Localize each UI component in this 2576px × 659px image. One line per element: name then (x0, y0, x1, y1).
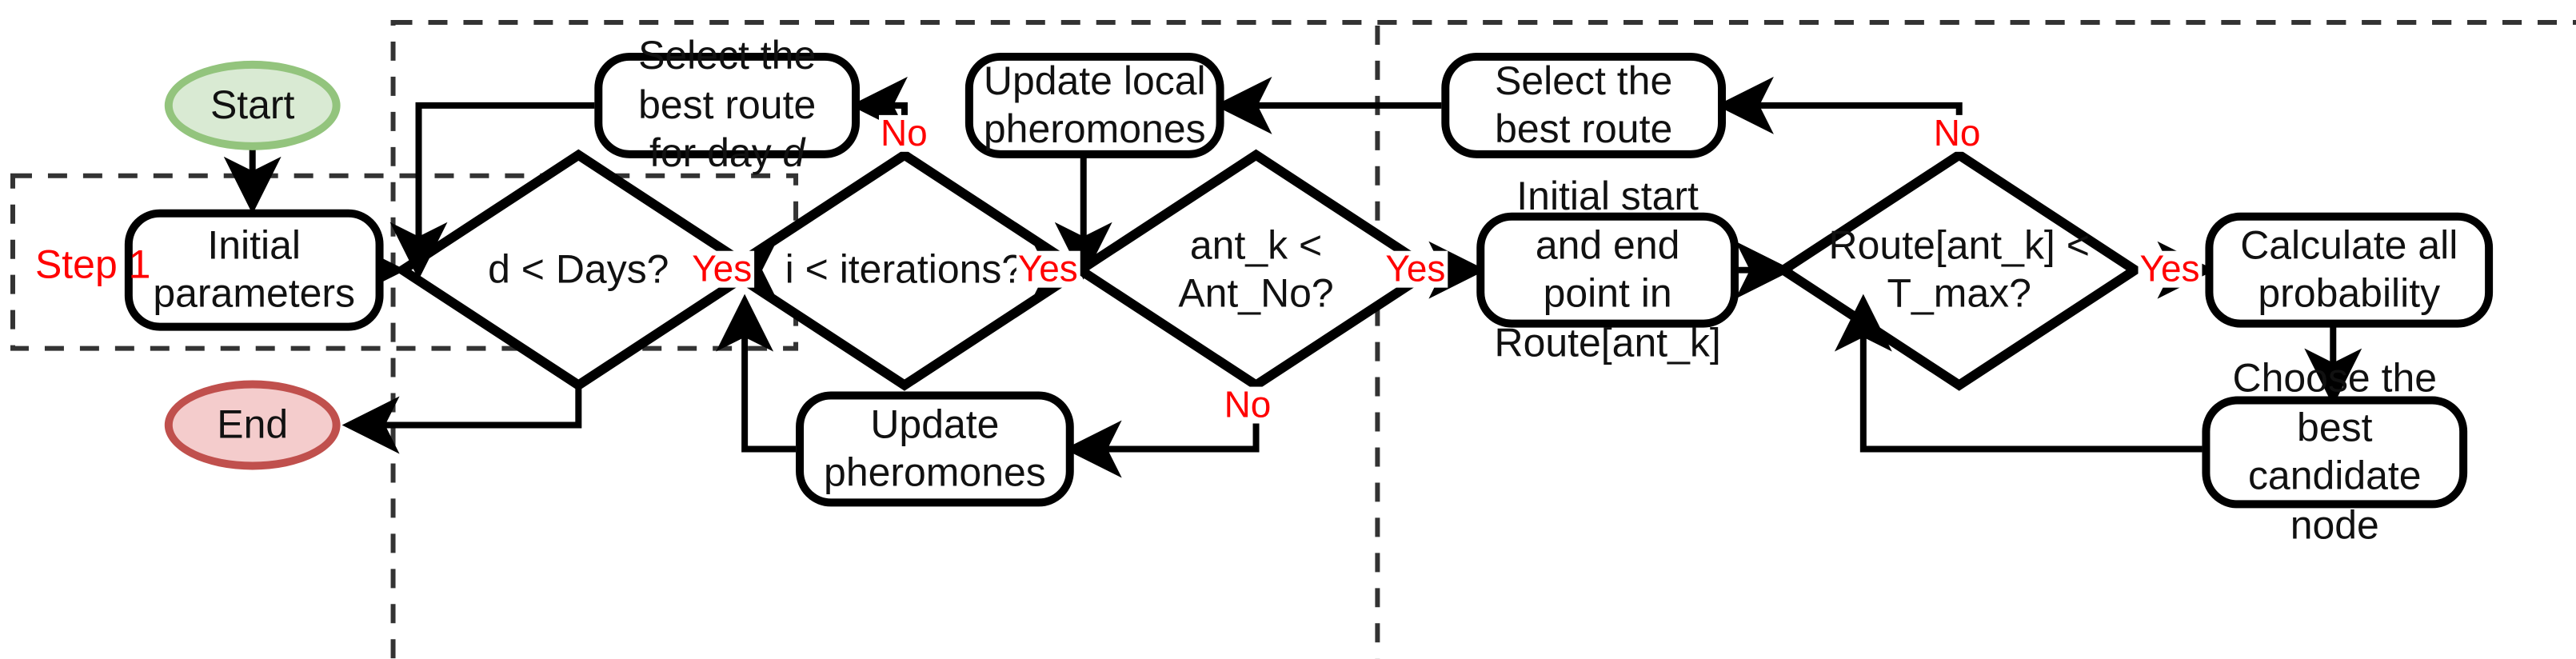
edge-label-iterations-yes: Yes (1016, 247, 1080, 290)
process-select-best-route-for-day-label: Select the best route for day d (638, 34, 817, 177)
decision-antk-less-than-antno-label: ant_k < Ant_No? (1178, 223, 1334, 317)
process-calculate-all-probability-label: Calculate all probability (2240, 222, 2458, 317)
decision-route-less-than-tmax[interactable]: Route[ant_k] < T_max? (1822, 224, 2097, 317)
process-choose-best-candidate-node-line1: Choose the best (2232, 356, 2438, 450)
terminal-end[interactable]: End (164, 380, 341, 470)
edge-label-antk-yes: Yes (1384, 247, 1448, 290)
edge-label-days-yes: Yes (690, 247, 754, 290)
process-update-local-pheromones-line1: Update local (983, 58, 1206, 103)
terminal-start[interactable]: Start (164, 60, 341, 150)
edge-label-tmax-no: No (1931, 111, 1983, 154)
process-initial-start-end-point-line2: point in Route[ant_k] (1494, 271, 1721, 365)
process-update-local-pheromones-line2: pheromones (983, 106, 1206, 152)
process-select-best-route-for-day[interactable]: Select the best route for day d (594, 34, 860, 176)
process-calculate-all-probability[interactable]: Calculate all probability (2205, 212, 2494, 328)
step-1-caption: Step 1 (34, 242, 151, 288)
decision-route-less-than-tmax-line2: T_max? (1887, 271, 2031, 317)
process-select-best-route-label: Select the best route (1495, 58, 1673, 152)
day-variable: d (782, 131, 805, 177)
decision-d-less-than-days-label: d < Days? (488, 247, 669, 293)
process-choose-best-candidate-node-line2: candidate node (2247, 453, 2422, 548)
process-initial-start-end-point-line1: Initial start and end (1516, 174, 1699, 268)
terminal-start-label: Start (210, 82, 295, 127)
process-choose-best-candidate-node[interactable]: Choose the best candidate node (2202, 357, 2468, 547)
decision-antk-less-than-antno[interactable]: ant_k < Ant_No? (1109, 224, 1404, 317)
process-initial-start-end-point[interactable]: Initial start and end point in Route[ant… (1476, 174, 1739, 365)
decision-route-less-than-tmax-line1: Route[ant_k] < (1828, 223, 2090, 269)
decision-i-less-than-iterations-label: i < iterations? (785, 247, 1024, 293)
terminal-end-label: End (217, 401, 289, 447)
decision-d-less-than-days[interactable]: d < Days? (450, 238, 706, 302)
edge-label-antk-no: No (1222, 383, 1273, 425)
process-initial-parameters[interactable]: Initial parameters (124, 209, 384, 331)
edge-label-iterations-no: No (878, 111, 929, 154)
decision-i-less-than-iterations[interactable]: i < iterations? (777, 238, 1032, 302)
edge-label-tmax-yes: Yes (2138, 247, 2202, 290)
process-update-pheromones-label: Update pheromones (824, 401, 1046, 496)
process-initial-parameters-label: Initial parameters (153, 222, 356, 317)
process-update-local-pheromones[interactable]: Update local pheromones (965, 52, 1224, 158)
process-select-best-route[interactable]: Select the best route (1441, 52, 1726, 158)
process-update-pheromones[interactable]: Update pheromones (796, 391, 1074, 507)
